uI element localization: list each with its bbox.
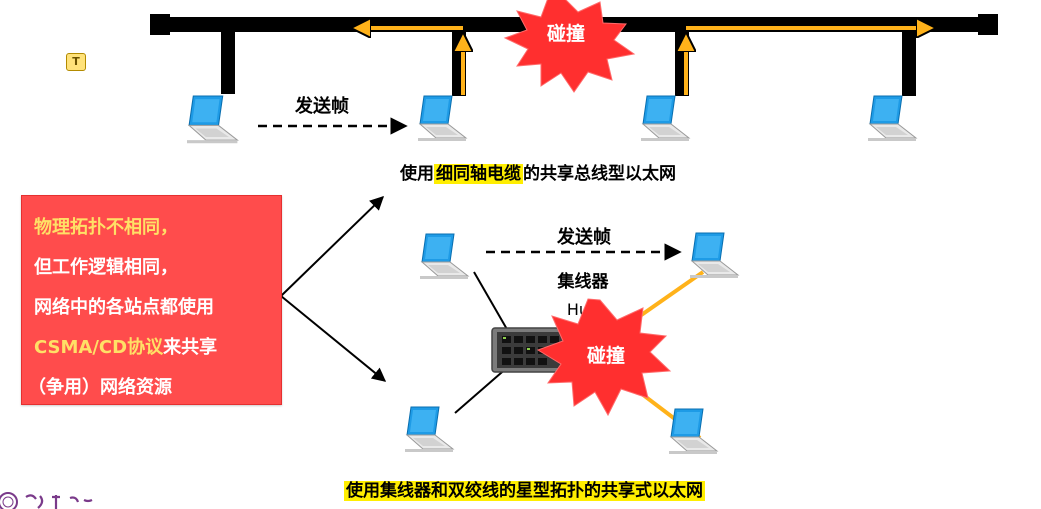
caption-star-text: 使用集线器和双绞线的星型拓扑的共享式以太网	[344, 481, 705, 501]
bus-drop-d	[902, 32, 916, 96]
star-host-label-d: D	[439, 419, 451, 437]
star-topology: 集线器 Hub 碰撞 A B C D 发送帧	[404, 226, 739, 455]
summary-line-1: 物理拓扑不相同，	[34, 217, 178, 238]
branch-arrow-to-bus	[280, 196, 385, 297]
send-frame-label-bus: 发送帧	[294, 95, 349, 117]
twisted-pair-d	[454, 365, 510, 414]
collision-label-top: 碰撞	[547, 22, 585, 45]
bus-topology: 碰撞 A B C D 发送帧	[150, 0, 998, 144]
star-host-label-a: A	[453, 246, 465, 264]
bus-drop-a	[221, 32, 235, 94]
bus-host-label-a: A	[221, 108, 233, 126]
summary-line-2: 但工作逻辑相同，	[34, 257, 178, 278]
twisted-pair-a	[473, 271, 513, 339]
text-tool-icon[interactable]: T	[66, 53, 86, 71]
star-host-b: B	[689, 232, 739, 279]
summary-protocol: CSMA/CD协议	[34, 337, 164, 358]
bus-host-label-d: D	[901, 108, 913, 126]
star-host-d: D	[404, 406, 454, 453]
star-host-label-b: B	[723, 245, 734, 263]
collision-label-bottom: 碰撞	[587, 344, 625, 367]
bus-host-b: B	[417, 95, 467, 142]
summary-line-4: CSMA/CD协议来共享	[34, 333, 217, 359]
star-host-c: C	[668, 408, 718, 455]
bus-host-c: C	[640, 95, 690, 142]
caption-bus-suffix: 的共享总线型以太网	[523, 164, 676, 184]
bus-host-d: D	[867, 95, 917, 142]
summary-line-4-rest: 来共享	[163, 337, 218, 358]
collision-burst-top	[503, 0, 636, 93]
summary-line-3: 网络中的各站点都使用	[34, 297, 214, 318]
bus-terminator-right	[978, 14, 998, 35]
bus-host-label-b: B	[451, 108, 462, 126]
hub-label-cn: 集线器	[557, 271, 610, 292]
caption-bus: 使用细同轴电缆的共享总线型以太网	[400, 159, 676, 184]
university-logo	[0, 492, 93, 509]
bus-terminator-left	[150, 14, 170, 35]
summary-box: 物理拓扑不相同， 但工作逻辑相同， 网络中的各站点都使用 CSMA/CD协议来共…	[21, 195, 282, 405]
bus-host-label-c: C	[674, 108, 685, 126]
collision-burst-bottom	[536, 298, 672, 417]
summary-line-5: （争用）网络资源	[28, 377, 172, 398]
caption-bus-prefix: 使用	[400, 164, 434, 184]
bus-host-a: A	[186, 95, 238, 144]
branch-arrow-to-star	[280, 295, 387, 382]
caption-bus-highlight: 细同轴电缆	[434, 164, 523, 184]
send-frame-label-star: 发送帧	[556, 226, 611, 248]
star-host-a: A	[419, 233, 469, 280]
caption-star: 使用集线器和双绞线的星型拓扑的共享式以太网	[344, 476, 705, 501]
star-host-label-c: C	[703, 421, 714, 439]
